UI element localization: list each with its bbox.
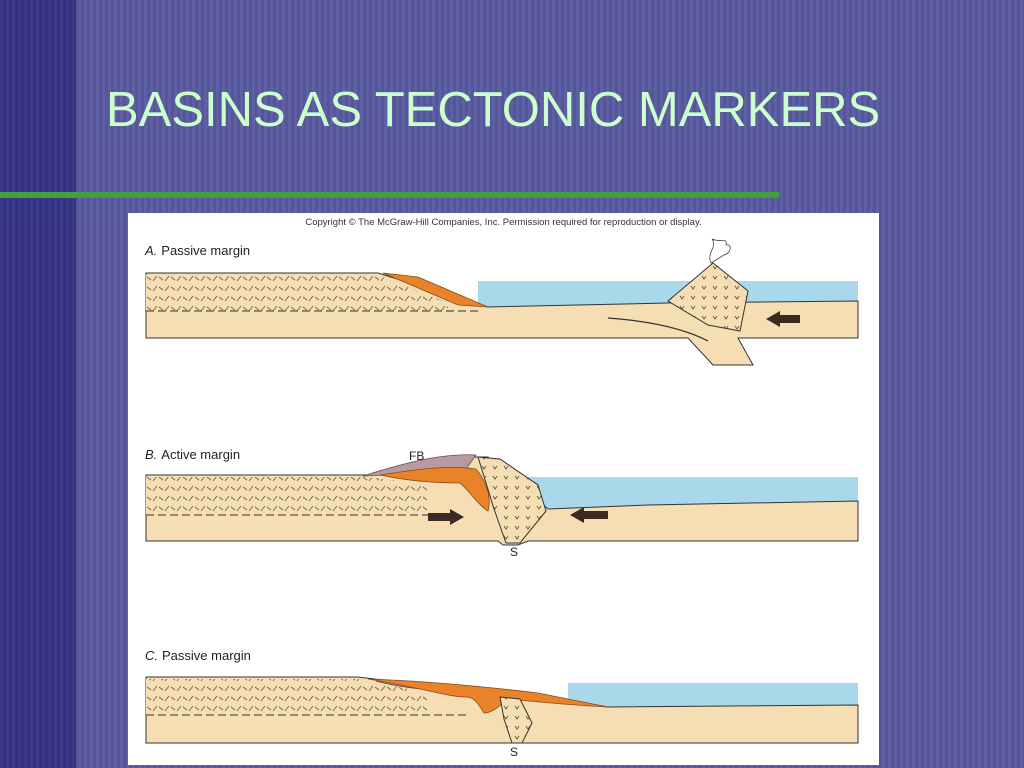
panel-a-subduction-line [607, 317, 709, 342]
panel-b-fb-label: FB [409, 449, 425, 463]
panel-c-s-label: S [510, 745, 519, 759]
tectonic-diagram-figure: Copyright © The McGraw-Hill Companies, I… [128, 213, 879, 765]
panel-c-continent-hatch [146, 679, 428, 715]
panel-a-title: Passive margin [161, 243, 251, 258]
panel-c-letter: C. [145, 648, 158, 663]
panel-a-label: A.Passive margin [145, 243, 250, 258]
panel-b-suture-block [477, 456, 547, 544]
figure-copyright: Copyright © The McGraw-Hill Companies, I… [305, 217, 702, 228]
panel-b-continent-hatch [146, 477, 428, 515]
panel-b-diagram [145, 454, 859, 546]
panel-b-thrust-sediments [379, 466, 490, 512]
panel-c-diagram [145, 676, 859, 744]
panel-c-title: Passive margin [162, 648, 251, 663]
panel-a-continent-hatch [146, 275, 448, 311]
panel-b-arrow-left [570, 507, 608, 523]
panel-a-ocean [478, 281, 858, 307]
panel-a-sediment-wedge [382, 272, 489, 308]
panel-a-volcano-plume [709, 238, 731, 264]
panel-c-label: C. Passive margin [145, 648, 251, 663]
panel-b-label: B.Active margin [145, 447, 240, 462]
slide-title: BASINS AS TECTONIC MARKERS [106, 83, 881, 137]
title-underline [0, 192, 779, 198]
panel-a-island-arc [667, 262, 749, 332]
panel-a-motion-arrow [766, 311, 800, 327]
panel-a-diagram [145, 238, 859, 366]
tectonic-diagram-svg [145, 238, 859, 744]
panel-b-s-label: S [510, 545, 519, 559]
panel-a-letter: A. [145, 243, 158, 258]
panel-b-title: Active margin [161, 447, 241, 462]
left-decorative-band [0, 0, 76, 768]
panel-c-ocean [568, 683, 858, 709]
panel-b-letter: B. [145, 447, 158, 462]
panel-b-arrow-right [428, 509, 464, 525]
panel-c-suture-block [499, 696, 533, 744]
